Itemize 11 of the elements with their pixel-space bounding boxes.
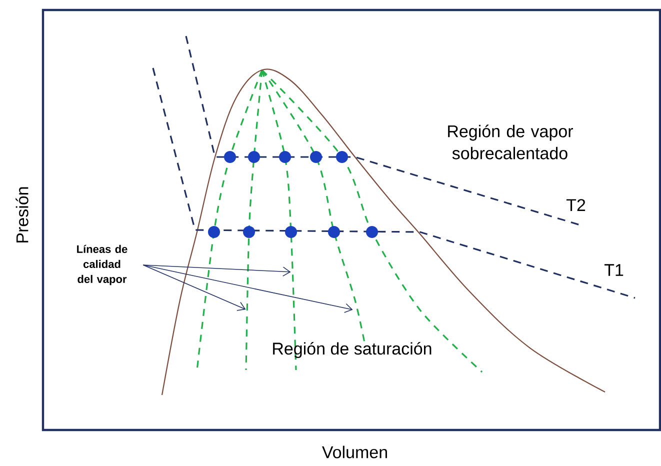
leader-line: [142, 264, 291, 276]
isotherm-label: T1: [604, 264, 624, 276]
callout-text: Líneas de calidad del vapor: [77, 244, 128, 286]
leader-line: [142, 264, 246, 311]
region-label: Región de vapor sobrecalentado: [448, 124, 573, 160]
leader-line: [142, 264, 353, 313]
isotherm-label: T2: [566, 199, 586, 211]
quality-line: [245, 70, 263, 370]
axis-label: Volumen: [322, 446, 387, 458]
axis-label: Presión: [16, 187, 28, 242]
region-label: Región de saturación: [273, 342, 432, 358]
